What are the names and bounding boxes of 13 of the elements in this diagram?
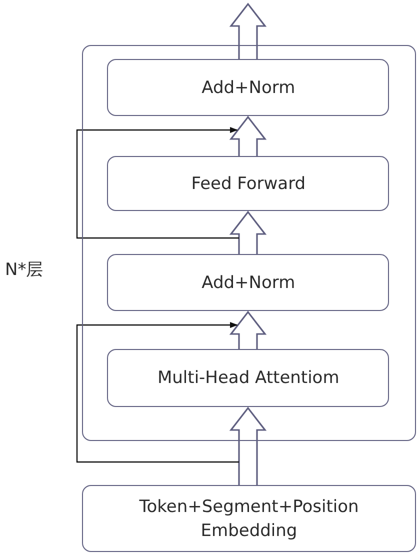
block-arrow (229, 2, 267, 61)
skip-connection (76, 127, 239, 239)
block-arrow (229, 210, 267, 256)
block-arrow (229, 116, 267, 158)
block-arrow (229, 406, 267, 486)
process-box: Add+Norm (107, 59, 390, 116)
process-box: Token+Segment+Position Embedding (82, 485, 416, 552)
process-box: Multi-Head Attentiom (107, 349, 390, 408)
process-box: Add+Norm (107, 254, 390, 312)
process-box: Feed Forward (107, 156, 390, 212)
skip-connection (76, 322, 239, 463)
layer-label: N*层 (5, 259, 44, 282)
block-arrow (229, 310, 267, 351)
